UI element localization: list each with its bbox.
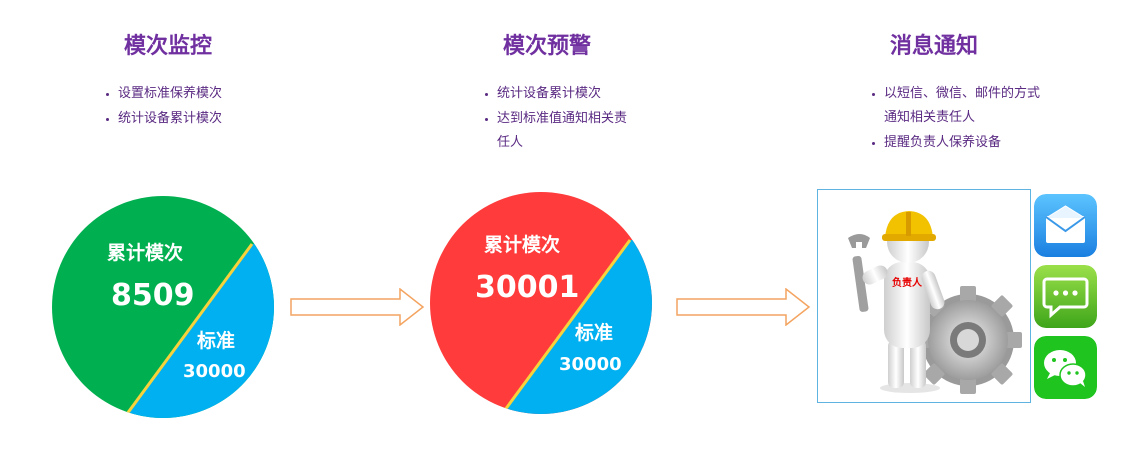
column-title-warning: 模次预警: [502, 34, 591, 59]
bullet-item: 统计设备累计模次: [118, 107, 278, 131]
divider-line: [500, 239, 632, 414]
bullet-item: 以短信、微信、邮件的方式通知相关责任人: [884, 82, 1042, 130]
worker-illustration: 负责人: [848, 211, 1022, 394]
accum-label: 累计模次: [484, 234, 561, 256]
bullet-item: 提醒负责人保养设备: [884, 131, 1042, 155]
standard-label: 标准: [197, 330, 236, 352]
warning-bullets: 统计设备累计模次 达到标准值通知相关责任人: [479, 82, 629, 156]
standard-value: 30000: [183, 361, 246, 382]
sms-icon[interactable]: [1034, 265, 1097, 328]
flow-arrow: [676, 288, 811, 326]
bullet-item: 统计设备累计模次: [497, 82, 629, 106]
monitor-pie: [52, 196, 274, 418]
responsible-badge: 负责人: [892, 276, 923, 289]
standard-segment: [124, 244, 274, 418]
accum-value: 30001: [475, 270, 580, 305]
responsible-person-image: 负责人: [817, 189, 1031, 403]
wechat-icon[interactable]: [1034, 336, 1097, 399]
flow-arrow: [290, 288, 425, 326]
standard-value: 30000: [559, 354, 622, 375]
standard-label: 标准: [575, 322, 614, 344]
worker-figure: 负责人: [862, 211, 945, 393]
standard-segment: [502, 240, 652, 414]
gear-icon: [914, 286, 1022, 394]
column-title-monitor: 模次监控: [123, 34, 212, 59]
column-title-notify: 消息通知: [889, 34, 978, 59]
notify-bullets: 以短信、微信、邮件的方式通知相关责任人 提醒负责人保养设备: [866, 82, 1042, 156]
monitor-bullets: 设置标准保养模次 统计设备累计模次: [100, 82, 278, 132]
accum-value: 8509: [111, 278, 195, 313]
divider-line: [122, 243, 254, 418]
warning-pie: [430, 192, 652, 414]
bullet-item: 达到标准值通知相关责任人: [497, 107, 629, 155]
bullet-item: 设置标准保养模次: [118, 82, 278, 106]
wrench-icon: [848, 234, 870, 312]
mail-icon[interactable]: [1034, 194, 1097, 257]
accum-label: 累计模次: [107, 242, 184, 264]
